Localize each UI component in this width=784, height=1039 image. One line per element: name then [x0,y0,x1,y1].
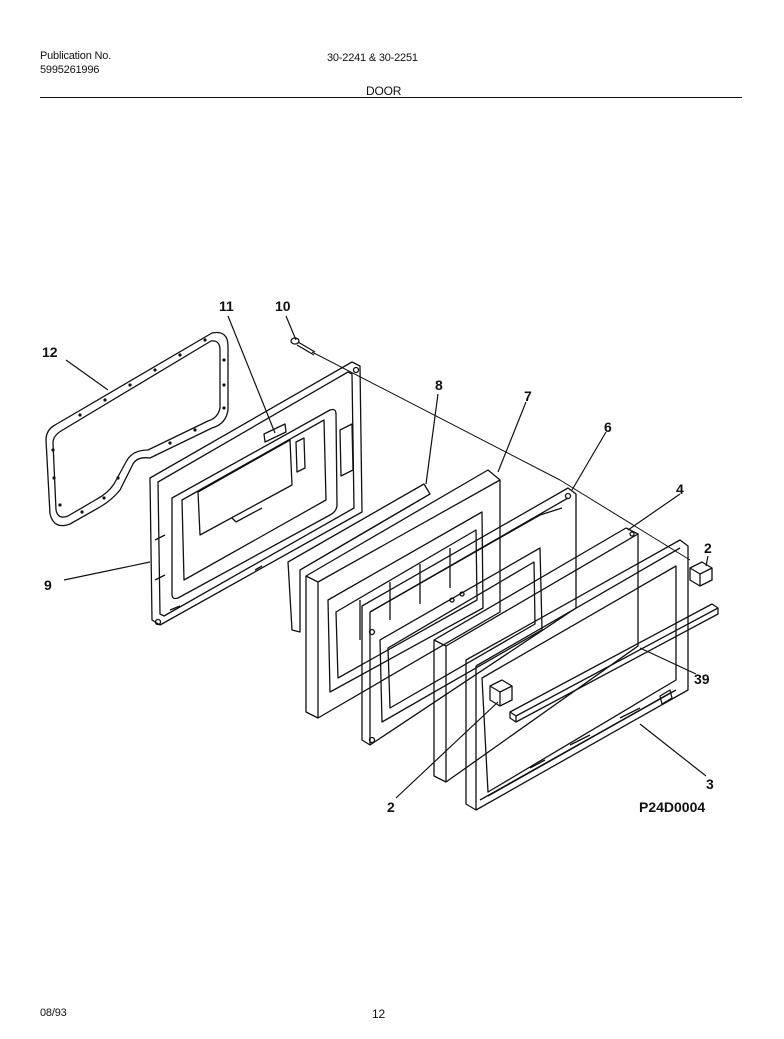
callout-2-left: 2 [387,799,395,815]
publication-label: Publication No. [40,50,111,62]
section-title: DOOR [366,84,402,98]
callout-8: 8 [435,377,443,393]
callout-10: 10 [275,298,291,314]
leader-lines [63,315,709,799]
page-number: 12 [372,1007,385,1021]
callout-12: 12 [42,344,58,360]
door-trim-frame [465,539,689,811]
handle-end-cap-right [689,561,713,587]
handle-end-cap-left [489,679,513,707]
publication-number: 5995261996 [40,64,100,76]
door-handle [509,603,719,723]
callout-11: 11 [219,298,234,314]
door-insulation [287,483,431,633]
callout-39: 39 [694,671,710,687]
figure-code: P24D0004 [639,799,705,815]
model-numbers: 30-2241 & 30-2251 [327,52,418,64]
callout-labels: 12 11 10 9 8 7 6 4 2 39 3 2 P24D0004 [42,298,714,815]
callout-6: 6 [604,419,612,435]
callout-9: 9 [44,577,52,593]
outer-door-glass [433,527,639,783]
door-screw [290,337,316,356]
door-gasket [45,331,229,527]
inner-door-panel [305,469,501,719]
header-rule [40,97,742,98]
callout-7: 7 [524,388,532,404]
callout-3: 3 [706,776,714,792]
footer-date: 08/93 [40,1007,67,1019]
callout-4: 4 [676,481,684,497]
inner-door-frame [149,361,363,626]
callout-2-right: 2 [704,540,712,556]
